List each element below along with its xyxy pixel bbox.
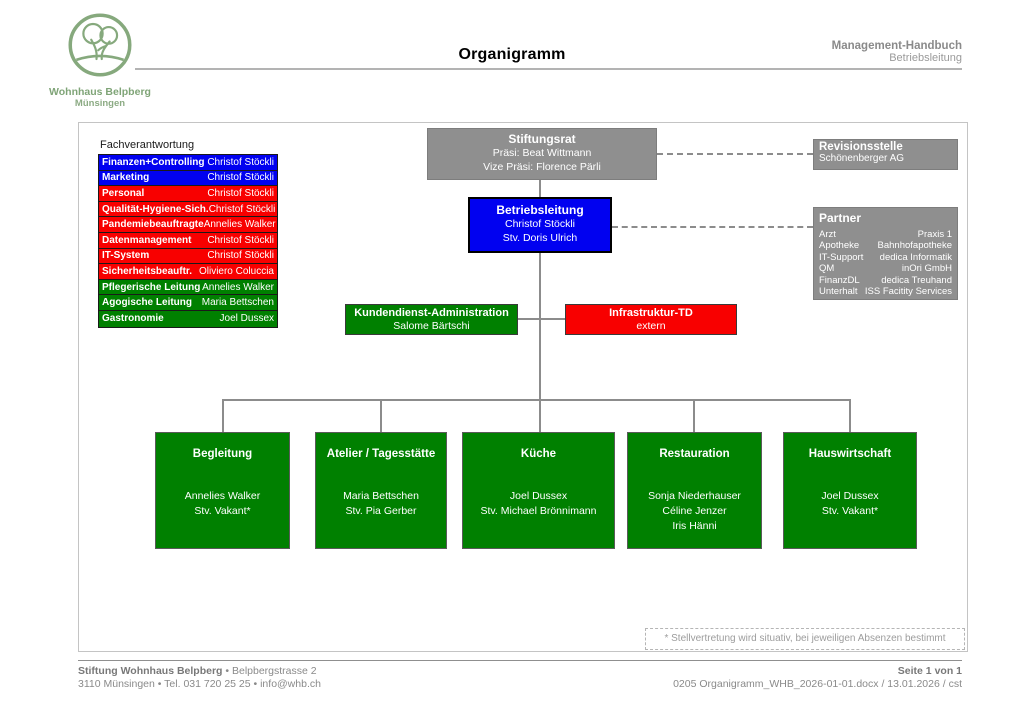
dept-box-hauswirtschaft: Hauswirtschaft Joel Dussex Stv. Vakant* [783, 432, 917, 549]
infrastruktur-line: extern [636, 320, 666, 332]
betriebsleitung-line: Stv. Doris Ulrich [502, 232, 578, 244]
page-title: Organigramm [458, 46, 566, 63]
footer-rule [78, 660, 962, 661]
doc-header-right: Management-Handbuch Betriebsleitung [832, 40, 962, 64]
dept-names: Joel Dussex Stv. Michael Brönnimann [480, 490, 597, 517]
connector-branch-horizontal [222, 399, 851, 401]
betriebsleitung-title: Betriebsleitung [496, 203, 584, 217]
connector-drop-atelier [380, 400, 382, 432]
stiftungsrat-line: Präsi: Beat Wittmann [492, 147, 592, 159]
logo-title: Wohnhaus Belpberg [49, 86, 151, 98]
connector-stiftungsrat-betriebsleitung [539, 180, 541, 197]
infrastruktur-box: Infrastruktur-TD extern [565, 304, 737, 335]
stiftungsrat-title: Stiftungsrat [508, 132, 576, 146]
connector-drop-kueche [539, 400, 541, 432]
dept-title: Atelier / Tagesstätte [326, 448, 436, 460]
stiftungsrat-line: Vize Präsi: Florence Pärli [483, 161, 601, 173]
dept-box-kueche: Küche Joel Dussex Stv. Michael Brönniman… [462, 432, 615, 549]
footer-address-line: 3110 Münsingen • Tel. 031 720 25 25 • in… [78, 678, 321, 690]
dept-box-atelier-tagesstaette: Atelier / Tagesstätte Maria Bettschen St… [315, 432, 447, 549]
connector-betriebsleitung-main [539, 253, 541, 400]
handbook-label: Management-Handbuch [831, 40, 962, 52]
dept-box-begleitung: Begleitung Annelies Walker Stv. Vakant* [155, 432, 290, 549]
footer-right: Seite 1 von 1 0205 Organigramm_WHB_2026-… [673, 665, 962, 691]
fach-row: Qualität-Hygiene-Sich.Christof Stöckli [99, 201, 277, 218]
fach-label: Fachverantwortung [100, 139, 195, 151]
connector-kundendienst-infrastruktur [518, 318, 565, 320]
footer-page-number: Seite 1 von 1 [897, 665, 962, 677]
partner-title: Partner [819, 211, 862, 225]
revisionsstelle-line: Schönenberger AG [819, 153, 905, 164]
stiftungsrat-box: Stiftungsrat Präsi: Beat Wittmann Vize P… [427, 128, 657, 180]
revisionsstelle-box: Revisionsstelle Schönenberger AG [813, 139, 958, 170]
dept-names: Annelies Walker Stv. Vakant* [184, 490, 261, 517]
betriebsleitung-box: Betriebsleitung Christof Stöckli Stv. Do… [468, 197, 612, 253]
betriebsleitung-line: Christof Stöckli [504, 218, 576, 230]
dept-names: Joel Dussex Stv. Vakant* [821, 490, 879, 517]
connector-drop-hauswirtschaft [849, 400, 851, 432]
dept-title: Hauswirtschaft [808, 448, 892, 460]
kundendienst-box: Kundendienst-Administration Salome Bärts… [345, 304, 518, 335]
kundendienst-line: Salome Bärtschi [393, 320, 470, 332]
footer-left: Stiftung Wohnhaus Belpberg • Belpbergstr… [78, 665, 321, 691]
dept-title: Begleitung [192, 448, 253, 460]
dept-box-restauration: Restauration Sonja Niederhauser Céline J… [627, 432, 762, 549]
dept-title: Küche [520, 448, 557, 460]
dept-title: Restauration [659, 448, 730, 460]
infrastruktur-title: Infrastruktur-TD [609, 307, 693, 319]
header-logo: Wohnhaus Belpberg Münsingen [30, 10, 170, 109]
logo-subtitle: Münsingen [74, 98, 126, 109]
connector-drop-restauration [693, 400, 695, 432]
chart-frame [78, 122, 968, 652]
tree-logo-icon [68, 13, 132, 77]
kundendienst-title: Kundendienst-Administration [354, 307, 509, 319]
header-rule [135, 68, 962, 70]
revisionsstelle-title: Revisionsstelle [819, 141, 903, 153]
connector-betriebsleitung-partner [612, 226, 813, 228]
dept-names: Sonja Niederhauser Céline Jenzer Iris Hä… [648, 490, 741, 532]
section-label: Betriebsleitung [889, 52, 962, 64]
footer-org-line: Stiftung Wohnhaus Belpberg • Belpbergstr… [78, 665, 317, 677]
connector-stiftungsrat-revisionsstelle [657, 153, 813, 155]
dept-names: Maria Bettschen Stv. Pia Gerber [343, 490, 419, 517]
footer-doc-reference: 0205 Organigramm_WHB_2026-01-01.docx / 1… [673, 678, 962, 690]
fach-row: Sicherheitsbeauftr.Oliviero Coluccia [99, 264, 277, 280]
connector-drop-begleitung [222, 400, 224, 432]
footnote-box: * Stellvertretung wird situativ, bei jew… [645, 628, 965, 650]
